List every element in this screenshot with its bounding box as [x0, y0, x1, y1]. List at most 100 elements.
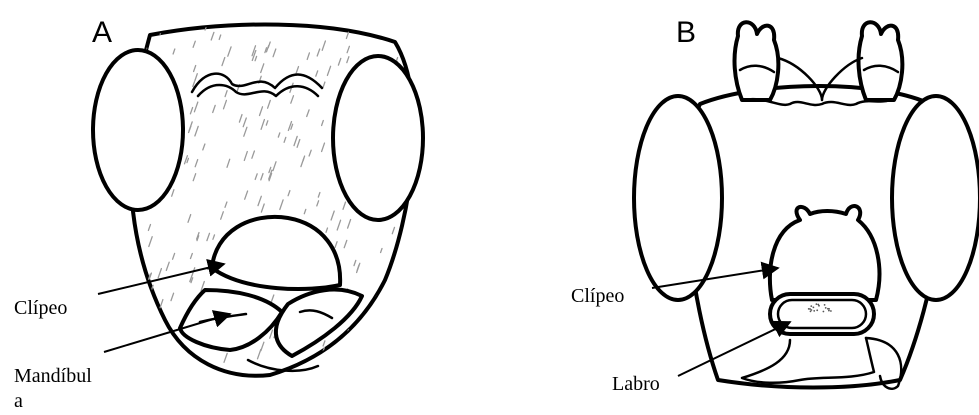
texture-stroke — [125, 295, 126, 299]
labium — [742, 338, 874, 383]
compound-eye-right-b — [892, 96, 979, 300]
texture-stroke — [411, 336, 414, 345]
labrum-dot — [824, 304, 826, 306]
texture-stroke — [323, 341, 325, 346]
texture-stroke — [317, 201, 319, 206]
texture-stroke — [307, 110, 309, 117]
labrum-dot — [808, 308, 810, 310]
texture-stroke — [356, 334, 359, 341]
texture-stroke — [346, 32, 348, 38]
texture-stroke — [158, 269, 161, 278]
texture-stroke — [221, 212, 224, 219]
texture-stroke — [273, 162, 276, 171]
texture-stroke — [369, 312, 371, 317]
arrow-labrum-b — [678, 322, 790, 376]
texture-stroke — [381, 249, 382, 253]
panel-a: A Clípeo Mandíbul a — [14, 16, 423, 412]
texture-stroke — [173, 49, 175, 54]
texture-stroke — [266, 121, 268, 125]
texture-stroke — [145, 30, 148, 37]
texture-stroke — [193, 82, 195, 87]
texture-stroke — [244, 127, 247, 136]
texture-stroke — [187, 158, 188, 162]
frons-ridge — [778, 58, 862, 100]
labrum-dot — [825, 307, 827, 309]
mandible-left — [180, 290, 282, 350]
labrum-dot — [828, 308, 830, 310]
texture-stroke — [344, 240, 347, 247]
texture-stroke — [228, 47, 231, 56]
labrum-dot — [823, 311, 825, 313]
labrum-dot — [813, 310, 815, 312]
texture-stroke — [335, 242, 337, 248]
texture-stroke — [400, 33, 403, 42]
panel-a-letter: A — [92, 16, 112, 49]
texture-stroke — [386, 346, 388, 352]
texture-stroke — [322, 41, 325, 50]
texture-stroke — [166, 262, 169, 270]
antennal-suture — [744, 99, 890, 105]
texture-stroke — [420, 31, 421, 35]
texture-stroke — [322, 121, 324, 126]
texture-stroke — [191, 254, 193, 259]
texture-stroke — [284, 137, 286, 142]
texture-stroke — [278, 133, 280, 137]
labrum-dot — [830, 310, 832, 312]
texture-stroke — [270, 330, 273, 338]
texture-stroke — [168, 335, 171, 343]
texture-stroke — [213, 235, 215, 239]
texture-stroke — [272, 295, 274, 302]
texture-stroke — [193, 174, 196, 181]
antenna-base-right — [859, 22, 903, 100]
texture-stroke — [207, 233, 210, 240]
texture-stroke — [291, 124, 293, 129]
texture-stroke — [258, 196, 261, 205]
texture-stroke — [194, 102, 197, 112]
texture-stroke — [280, 200, 283, 210]
texture-stroke — [255, 174, 257, 180]
texture-stroke — [156, 328, 159, 336]
labrum-dot — [828, 310, 830, 312]
texture-stroke — [172, 190, 174, 197]
texture-stroke — [372, 348, 374, 354]
texture-stroke — [194, 66, 196, 72]
texture-stroke — [307, 53, 309, 60]
texture-stroke — [318, 193, 320, 198]
texture-stroke — [404, 296, 406, 303]
label-clypeus-a: Clípeo — [14, 297, 67, 319]
labrum-dot — [816, 303, 818, 305]
texture-stroke — [343, 202, 346, 209]
texture-stroke — [354, 260, 356, 265]
texture-stroke — [417, 249, 419, 254]
texture-stroke — [392, 227, 394, 233]
texture-stroke — [337, 220, 340, 230]
texture-stroke — [193, 41, 195, 47]
compound-eye-right — [333, 56, 423, 220]
clypeus-b — [770, 206, 880, 300]
texture-stroke — [261, 120, 264, 130]
texture-stroke — [222, 58, 225, 66]
texture-stroke — [303, 156, 305, 161]
texture-stroke — [356, 362, 358, 367]
antenna-base-left — [735, 22, 779, 100]
texture-stroke — [243, 118, 246, 127]
texture-stroke — [239, 115, 242, 123]
texture-stroke — [410, 328, 412, 333]
texture-stroke — [148, 225, 150, 231]
texture-stroke — [227, 159, 230, 167]
texture-stroke — [224, 100, 227, 108]
texture-stroke — [410, 292, 413, 302]
texture-stroke — [219, 35, 221, 39]
texture-stroke — [309, 150, 311, 156]
texture-stroke — [323, 82, 325, 87]
texture-stroke — [160, 300, 163, 308]
texture-stroke — [190, 108, 192, 114]
texture-stroke — [225, 202, 227, 207]
frons-suture — [192, 74, 322, 92]
texture-stroke — [261, 342, 264, 350]
texture-stroke — [269, 167, 271, 172]
compound-eye-left — [93, 50, 183, 210]
texture-stroke — [144, 321, 147, 329]
texture-stroke — [121, 236, 123, 241]
texture-stroke — [348, 220, 351, 229]
